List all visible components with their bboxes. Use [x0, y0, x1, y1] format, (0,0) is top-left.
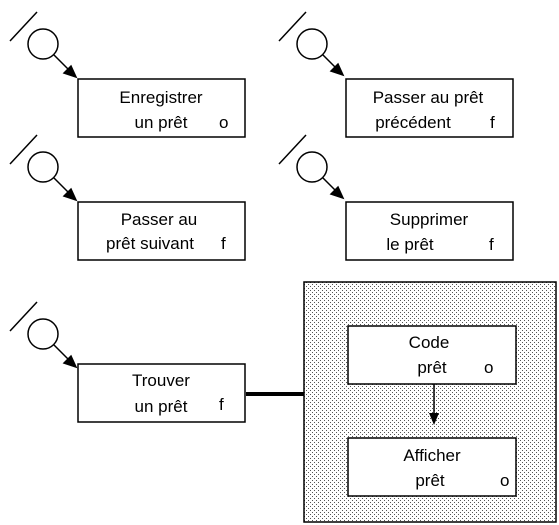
event-symbol-suivant — [9, 134, 78, 202]
box-supprimer-line2: le prêt — [386, 235, 434, 254]
box-enregistrer[interactable]: Enregistrer un prêt o — [77, 78, 246, 138]
box-precedent-flag: f — [490, 113, 495, 132]
box-suivant-flag: f — [221, 234, 226, 253]
box-suivant-line1: Passer au — [121, 210, 198, 229]
box-supprimer-line1: Supprimer — [390, 210, 469, 229]
box-afficher-line1: Afficher — [403, 446, 461, 465]
box-trouver-flag: f — [219, 395, 224, 414]
box-trouver-line1: Trouver — [132, 371, 190, 390]
box-enregistrer-line1: Enregistrer — [119, 88, 202, 107]
box-enregistrer-line2: un prêt — [135, 113, 188, 132]
box-trouver[interactable]: Trouver un prêt f — [77, 363, 246, 423]
event-symbol-enregistrer — [9, 11, 78, 79]
box-afficher-flag: o — [500, 471, 509, 490]
box-suivant[interactable]: Passer au prêt suivant f — [77, 201, 246, 261]
box-precedent[interactable]: Passer au prêt précédent f — [345, 78, 514, 138]
event-symbol-supprimer — [278, 134, 345, 200]
box-supprimer[interactable]: Supprimer le prêt f — [345, 201, 514, 261]
box-code-line1: Code — [409, 333, 450, 352]
box-suivant-line2: prêt suivant — [106, 234, 194, 253]
box-precedent-line1: Passer au prêt — [373, 88, 484, 107]
box-supprimer-flag: f — [489, 235, 494, 254]
box-code[interactable]: Code prêt o — [347, 325, 517, 385]
box-afficher-line2: prêt — [415, 471, 445, 490]
box-code-line2: prêt — [417, 358, 447, 377]
box-code-flag: o — [484, 358, 493, 377]
event-symbol-trouver — [9, 301, 78, 369]
box-precedent-line2: précédent — [375, 113, 451, 132]
box-afficher[interactable]: Afficher prêt o — [347, 437, 517, 497]
box-enregistrer-flag: o — [219, 113, 228, 132]
box-trouver-line2: un prêt — [135, 397, 188, 416]
code-to-afficher-arrow — [429, 384, 439, 425]
event-symbol-precedent — [278, 11, 345, 77]
